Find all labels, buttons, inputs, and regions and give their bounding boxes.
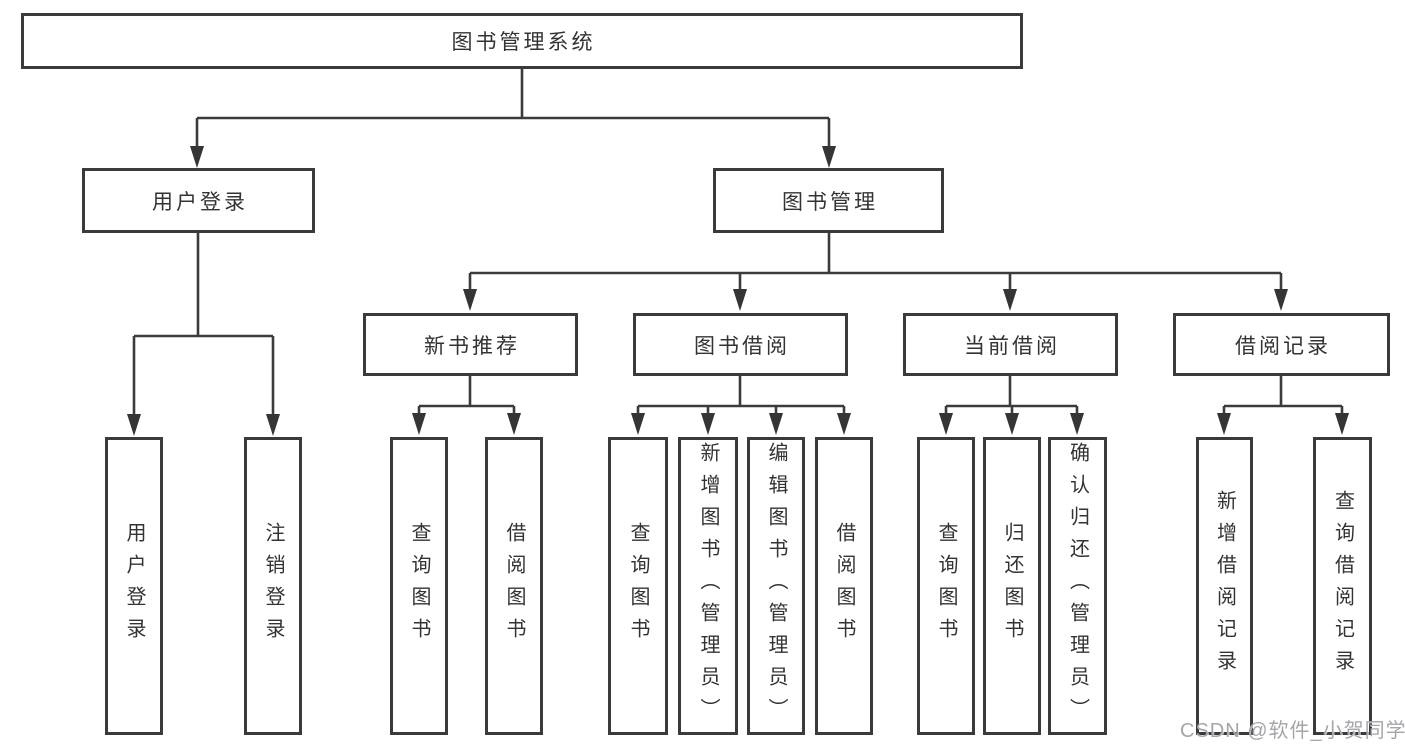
connector-bookborrow-children — [636, 376, 846, 427]
connector-currentborrow-children — [944, 376, 1079, 427]
node-current-borrowing: 当前借阅 — [903, 313, 1118, 376]
node-book-borrowing-label: 图书借阅 — [694, 334, 790, 358]
node-record-query-borrow-record-label: 查询借阅记录 — [1331, 490, 1354, 682]
node-current-query-book: 查询图书 — [917, 437, 975, 735]
node-record-query-borrow-record: 查询借阅记录 — [1313, 437, 1372, 735]
node-borrow-borrow-book-label: 借阅图书 — [833, 522, 855, 650]
node-borrow-edit-book-admin-label: 编辑图书（管理员） — [765, 442, 787, 730]
node-logout: 注销登录 — [244, 437, 302, 735]
node-current-return-book-label: 归还图书 — [1001, 522, 1023, 650]
node-borrow-edit-book-admin: 编辑图书（管理员） — [747, 437, 805, 735]
connector-userlogin-children — [132, 233, 275, 428]
csdn-watermark: CSDN @软件_小贺同学 — [1180, 720, 1405, 742]
node-rec-borrow-book: 借阅图书 — [485, 437, 543, 735]
node-current-confirm-return-admin: 确认归还（管理员） — [1048, 437, 1107, 735]
node-new-book-recommend: 新书推荐 — [363, 313, 578, 376]
node-borrowing-records: 借阅记录 — [1173, 313, 1390, 376]
node-user-login: 用户登录 — [105, 437, 163, 735]
node-current-return-book: 归还图书 — [983, 437, 1041, 735]
connector-newbookrec-children — [417, 376, 516, 427]
node-root-system-label: 图书管理系统 — [451, 31, 596, 54]
node-new-book-recommend-label: 新书推荐 — [424, 334, 520, 358]
node-current-query-book-label: 查询图书 — [935, 522, 957, 650]
node-rec-query-book-label: 查询图书 — [408, 522, 430, 650]
node-rec-borrow-book-label: 借阅图书 — [503, 522, 525, 650]
node-logout-label: 注销登录 — [262, 522, 284, 650]
node-current-confirm-return-admin-label: 确认归还（管理员） — [1066, 442, 1089, 730]
node-record-add-borrow-record-label: 新增借阅记录 — [1213, 490, 1236, 682]
node-user-login-group-label: 用户登录 — [152, 190, 248, 214]
connector-bookmgmt-children — [468, 233, 1283, 303]
node-borrow-add-book-admin-label: 新增图书（管理员） — [697, 442, 719, 730]
node-borrowing-records-label: 借阅记录 — [1235, 334, 1331, 358]
node-book-management: 图书管理 — [713, 168, 944, 233]
node-book-management-label: 图书管理 — [782, 190, 878, 214]
node-borrow-borrow-book: 借阅图书 — [815, 437, 873, 735]
node-current-borrowing-label: 当前借阅 — [964, 334, 1060, 358]
node-user-login-group: 用户登录 — [82, 168, 315, 233]
connector-borrowrecord-children — [1222, 376, 1344, 427]
node-borrow-query-book-label: 查询图书 — [627, 522, 649, 650]
node-book-borrowing: 图书借阅 — [633, 313, 848, 376]
node-root-system: 图书管理系统 — [21, 13, 1023, 69]
node-borrow-add-book-admin: 新增图书（管理员） — [678, 437, 738, 735]
node-user-login-label: 用户登录 — [123, 522, 145, 650]
node-rec-query-book: 查询图书 — [390, 437, 448, 735]
node-record-add-borrow-record: 新增借阅记录 — [1196, 437, 1253, 735]
node-borrow-query-book: 查询图书 — [608, 437, 668, 735]
connector-root-to-level2 — [195, 69, 831, 160]
